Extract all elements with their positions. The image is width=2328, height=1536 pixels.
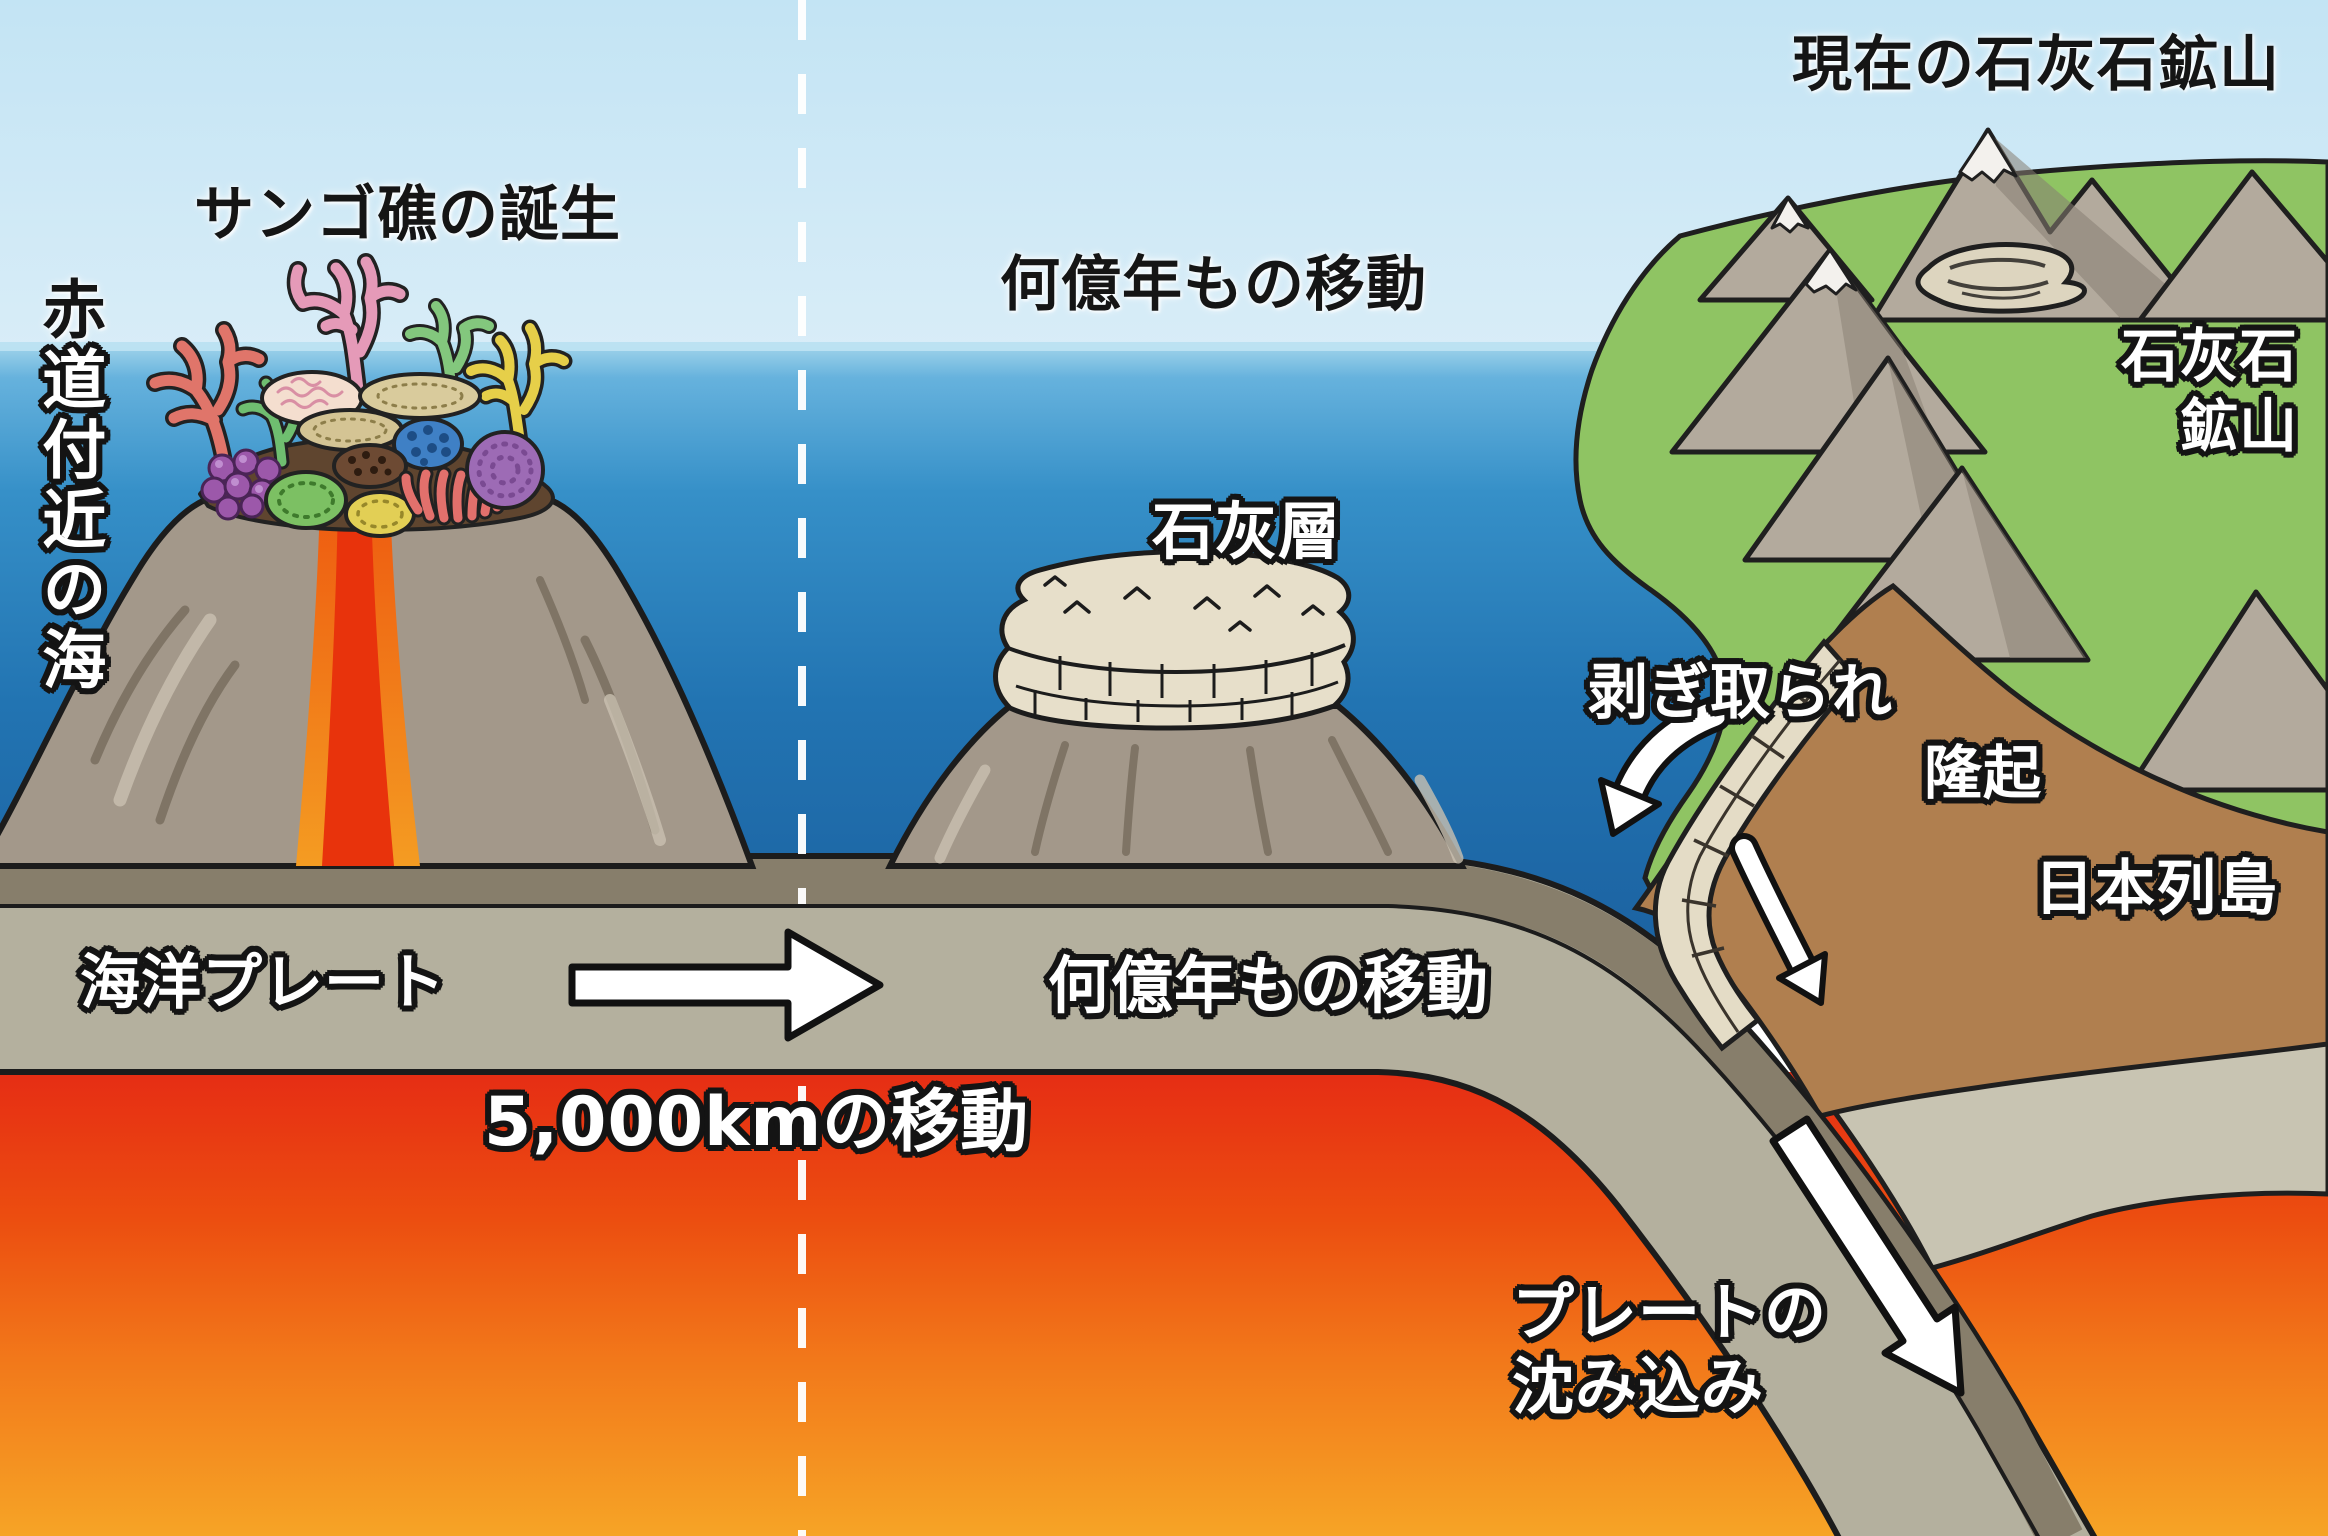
volcanic-island [0,253,757,869]
coral-branching-green [402,298,497,404]
mountain-big-facet [1988,132,2205,318]
label-movement-plate: 何億年もの移動 [1048,949,1490,1022]
limestone-cap-strata [1007,643,1346,722]
label-current-limestone-mine: 現在の石灰石鉱山 [1792,30,2280,100]
label-coral-reef-birth: サンゴ礁の誕生 [194,180,621,250]
coral-brain-squiggles [276,377,344,409]
coral-fuzzy-purple-texture-1 [476,441,534,499]
plate-motion-arrow [568,928,884,1042]
label-movement-top: 何億年もの移動 [1000,250,1427,320]
mountain-big-snowcap [1958,128,2018,184]
coral-branching-salmon [146,321,268,471]
coral-branching-small-green [235,375,303,470]
coral-dome-brown-spots [348,451,392,476]
quarry-terrace-1 [1949,257,2046,270]
label-uplift: 隆起 [1924,739,2043,807]
volcano-shading [90,576,666,846]
coral-branching-yellow [462,319,573,451]
label-equator-sea-first: 赤 [31,276,106,346]
label-limestone-mine-line1: 石灰石 [2120,322,2298,390]
coral-reef [146,253,573,538]
subduction-large-arrow [1769,1115,1965,1397]
label-equator-sea-rest: 道付近の海 [31,346,106,696]
plate-body [0,853,2098,1536]
arrows [568,696,1965,1397]
mountain-right-edge [2125,589,2328,793]
coral-dome-brown [332,443,408,489]
label-limestone-layer: 石灰層 [1152,495,1342,568]
scraped-off-arrow [1598,696,1732,837]
label-scraped-off: 剥ぎ取られ [1588,658,1893,728]
limestone-quarry-pit [1915,242,2087,314]
label-limestone-mine: 石灰石 鉱山 [2058,322,2298,461]
label-movement-5000km: 5,000kmの移動 [484,1083,1030,1162]
mountain-back-right [2137,169,2328,323]
coral-honeycomb-blue-pores [407,425,451,466]
label-limestone-mine-line2: 鉱山 [2179,391,2298,460]
limestone-cap-texture [1043,575,1325,632]
horizon-line [0,342,2328,351]
coral-plate-tan-2-speckle [312,417,388,443]
coral-plate-tan-1-speckle [376,382,464,410]
mountain-fourth-facet [1962,470,2086,658]
lava-conduit [322,502,394,866]
coral-fuzzy-purple-texture-2 [489,454,521,486]
quarry-terrace-2 [1947,279,2049,292]
subduction-small-arrow [1729,833,1828,1006]
sliver-band [1652,638,1860,1052]
coral-branching-pink [286,253,409,399]
label-subduction: プレートの 沈み込み [1512,1276,1827,1425]
seamount-shading [934,736,1464,864]
label-equator-sea: 赤道付近の海 [31,276,105,696]
sliver-mid-line [1686,659,1842,1033]
limestone-seamount [885,549,1467,869]
limestone-cap [993,549,1356,731]
coral-dome-green-speckle [277,481,335,519]
sliver-brick-marks [1681,686,1820,958]
quarry-terrace-3 [1961,290,2041,300]
label-subduction-line1: プレートの [1512,1276,1828,1349]
quarry-rim [1915,242,2087,314]
mountain-second-snowcap [1804,248,1858,296]
label-japanese-archipelago: 日本列島 [2034,854,2278,924]
coral-dome-yellow-speckle [356,499,404,529]
coral-grapes-purple [200,448,282,521]
limestone-sliver [1652,638,1860,1052]
mountain-back-left-snow [1770,196,1810,234]
label-oceanic-plate: 海洋プレート [80,948,446,1018]
label-subduction-line2: 沈み込み [1512,1350,1765,1424]
coral-dome-green [264,470,348,530]
coral-grapes-highlights [215,455,263,493]
